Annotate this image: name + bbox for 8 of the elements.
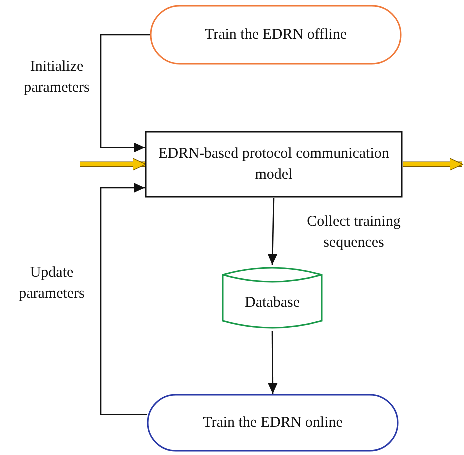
terminal-node: [147, 394, 399, 452]
terminal-node: [150, 5, 402, 65]
process-box: [145, 131, 403, 198]
node-text: Database: [245, 294, 300, 312]
node-text: EDRN-based protocol communication model: [158, 144, 390, 184]
node-text: Train the EDRN offline: [204, 26, 348, 44]
database-cylinder: [222, 265, 323, 331]
node-text: Train the EDRN online: [203, 414, 343, 432]
